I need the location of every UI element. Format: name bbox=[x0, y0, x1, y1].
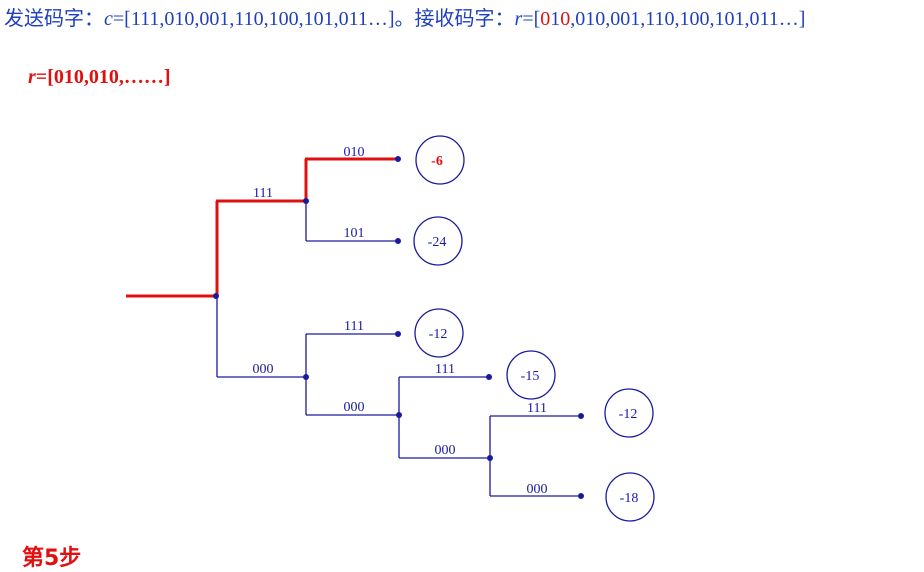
metric-value-3: -12 bbox=[429, 327, 448, 342]
step-label: 第5步 bbox=[22, 546, 82, 571]
metric-circle-3 bbox=[414, 308, 464, 358]
leaf-111-d bbox=[578, 413, 584, 419]
received-label: 接收码字： bbox=[414, 8, 515, 30]
survivor-path bbox=[126, 157, 398, 298]
metric-value-5: -12 bbox=[619, 407, 638, 422]
decoded-sequence: r=[010,010,……] bbox=[28, 66, 171, 89]
metric-value-4: -15 bbox=[521, 369, 540, 384]
edge-label-000-d: 000 bbox=[527, 482, 548, 497]
received-error-bit-2: 0 bbox=[560, 8, 571, 30]
node-n3 bbox=[396, 412, 402, 418]
metric-values: -6 -24 -12 -15 -12 -18 bbox=[428, 154, 639, 506]
sent-codeword: =[111,010,001,110,100,101,011…]。 bbox=[112, 8, 415, 30]
leaf-111-b bbox=[395, 331, 401, 337]
metric-circle-2 bbox=[413, 216, 463, 266]
decoded-r-variable: r bbox=[28, 66, 36, 88]
decoded-values: =[010,010,……] bbox=[35, 66, 171, 88]
received-prefix: =[ bbox=[522, 8, 541, 30]
received-error-bit-1: 0 bbox=[540, 8, 551, 30]
edge-label-111-a: 111 bbox=[253, 186, 273, 201]
node-root bbox=[213, 293, 219, 299]
tree-nodes bbox=[213, 156, 584, 499]
metric-value-6: -18 bbox=[620, 491, 639, 506]
metric-circle-4 bbox=[506, 350, 556, 400]
leaf-000-d bbox=[578, 493, 584, 499]
edge-label-010: 010 bbox=[344, 145, 365, 160]
metric-circle-5 bbox=[604, 388, 654, 438]
metric-circle-1 bbox=[415, 135, 465, 185]
leaf-010 bbox=[395, 156, 401, 162]
leaf-111-c bbox=[486, 374, 492, 380]
edge-label-111-c: 111 bbox=[435, 362, 455, 377]
codeword-header: 发送码字：c=[111,010,001,110,100,101,011…]。接收… bbox=[4, 2, 805, 31]
received-mid-bit: 1 bbox=[550, 8, 561, 30]
metric-circle-6 bbox=[605, 472, 655, 522]
edge-label-111-b: 111 bbox=[344, 319, 364, 334]
metric-value-2: -24 bbox=[428, 235, 447, 250]
edge-label-101: 101 bbox=[344, 226, 365, 241]
edge-label-111-d: 111 bbox=[527, 401, 547, 416]
r-variable: r bbox=[514, 8, 523, 30]
edge-label-000-b: 000 bbox=[344, 400, 365, 415]
metric-value-best: -6 bbox=[431, 154, 443, 169]
node-n2 bbox=[303, 374, 309, 380]
tree-branches bbox=[216, 201, 581, 497]
node-n4 bbox=[487, 455, 493, 461]
edge-labels: 111 010 101 000 111 000 111 000 111 000 bbox=[253, 145, 548, 497]
edge-label-000-c: 000 bbox=[435, 443, 456, 458]
received-suffix: ,010,001,110,100,101,011…] bbox=[570, 8, 806, 30]
node-n1 bbox=[303, 198, 309, 204]
edge-label-000-a: 000 bbox=[253, 362, 274, 377]
metric-circles bbox=[413, 135, 655, 522]
c-variable: c bbox=[104, 8, 113, 30]
sent-label: 发送码字： bbox=[4, 8, 104, 30]
leaf-101 bbox=[395, 238, 401, 244]
